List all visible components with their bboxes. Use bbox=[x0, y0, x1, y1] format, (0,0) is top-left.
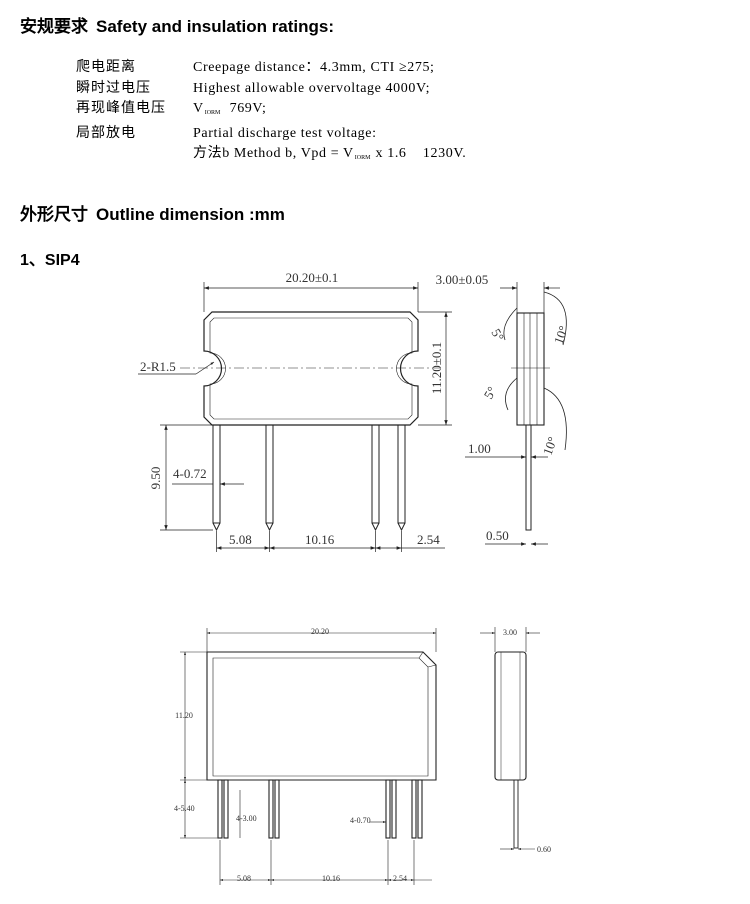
spec-value: Highest allowable overvoltage 4000V; bbox=[193, 80, 431, 96]
spec-label: 瞬时过电压 bbox=[76, 80, 151, 96]
drawing1-angle-c-label: 5° bbox=[481, 384, 500, 402]
safety-heading-en: Safety and insulation ratings: bbox=[96, 17, 335, 36]
drawing1-angle-d-label: 10° bbox=[540, 435, 560, 457]
drawing1-pitch-c-label: 2.54 bbox=[417, 532, 440, 547]
spec-value-tail: 769V; bbox=[221, 101, 267, 116]
safety-spec-list: 爬电距离 Creepage distance：4.3mm, CTI ≥275; … bbox=[76, 58, 466, 169]
drawing1-side-labels: 3.00±0.05 5° 10° 5° 10° 1.00 0.50 bbox=[436, 272, 571, 543]
drawing2-pin-width-a-label: 4-3.00 bbox=[236, 814, 257, 823]
spec-subscript: IORM bbox=[204, 110, 221, 116]
safety-heading-cn: 安规要求 bbox=[20, 17, 88, 36]
spec-label: 再现峰值电压 bbox=[76, 101, 166, 116]
safety-heading: 安规要求 Safety and insulation ratings: bbox=[20, 12, 334, 37]
spec-row-creepage: 爬电距离 Creepage distance：4.3mm, CTI ≥275; bbox=[76, 58, 466, 79]
outline-heading-en: Outline dimension :mm bbox=[96, 205, 285, 224]
drawing2-side-view bbox=[480, 627, 540, 851]
drawing2-thickness-label: 3.00 bbox=[503, 628, 517, 637]
spec-row-partial-discharge: 局部放电 Partial discharge test voltage: bbox=[76, 124, 466, 145]
drawing1-thickness-label: 3.00±0.05 bbox=[436, 272, 489, 287]
spec-value: Partial discharge test voltage: bbox=[193, 125, 377, 141]
drawing1-pitch-b-label: 10.16 bbox=[305, 532, 335, 547]
spec-row-peak-voltage: 再现峰值电压 VIORM 769V; bbox=[76, 99, 466, 124]
outline-subheading: 1、SIP4 bbox=[20, 252, 80, 269]
spec-value-main: 方法b Method b, Vpd = V bbox=[193, 146, 354, 161]
spec-subscript: IORM bbox=[354, 155, 371, 161]
drawing1-pin-thickness-label: 0.50 bbox=[486, 528, 509, 543]
drawing1-angle-b-label: 10° bbox=[551, 324, 571, 346]
spec-label: 爬电距离 bbox=[76, 60, 136, 75]
drawing1-notch-label: 2-R1.5 bbox=[140, 359, 176, 374]
spec-row-overvoltage: 瞬时过电压 Highest allowable overvoltage 4000… bbox=[76, 79, 466, 100]
outline-heading-cn: 外形尺寸 bbox=[20, 205, 88, 224]
drawing2-pitch-b-label: 10.16 bbox=[322, 874, 340, 883]
drawing1-pitch-a-label: 5.08 bbox=[229, 532, 252, 547]
drawing1-front-view bbox=[180, 311, 440, 532]
drawing1-pin-length-label: 9.50 bbox=[148, 467, 163, 490]
drawing2-pitch-a-label: 5.08 bbox=[237, 874, 251, 883]
spec-value: 方法b Method b, Vpd = VIORM x 1.6 1230V. bbox=[193, 144, 466, 169]
spec-value: VIORM 769V; bbox=[193, 99, 267, 124]
drawing1-body-outline bbox=[203, 311, 419, 426]
spec-value: Creepage distance：4.3mm, CTI ≥275; bbox=[193, 60, 435, 75]
drawing1-pin-count-label: 4-0.72 bbox=[173, 466, 207, 481]
drawing1-side-view bbox=[465, 282, 567, 546]
drawing2-pin-thickness-label: 0.60 bbox=[537, 845, 551, 854]
drawing2-pitch-c-label: 2.54 bbox=[393, 874, 407, 883]
outline-heading: 外形尺寸 Outline dimension :mm bbox=[20, 200, 285, 225]
spec-label: 局部放电 bbox=[76, 125, 136, 141]
drawing2-side-labels: 3.00 0.60 bbox=[503, 628, 551, 854]
drawing2-labels: 20.20 11.20 4-5.40 4-3.00 4-0.70 5.08 10… bbox=[174, 627, 407, 883]
drawing1-labels: 20.20±0.1 11.20±0.1 9.50 4-0.72 5.08 10.… bbox=[140, 270, 444, 547]
drawing2-pin-length-label: 4-5.40 bbox=[174, 804, 195, 813]
drawing2-pin-width-b-label: 4-0.70 bbox=[350, 816, 371, 825]
drawing2-width-label: 20.20 bbox=[311, 627, 329, 636]
drawing2-height-label: 11.20 bbox=[175, 711, 193, 720]
drawing1-offset-label: 1.00 bbox=[468, 441, 491, 456]
spec-value-main: V bbox=[193, 101, 204, 116]
spec-row-method-b: 方法b Method b, Vpd = VIORM x 1.6 1230V. bbox=[76, 144, 466, 169]
spec-value-tail: x 1.6 1230V. bbox=[371, 146, 467, 161]
drawing2-front-view bbox=[206, 651, 437, 839]
drawing1-width-label: 20.20±0.1 bbox=[286, 270, 339, 285]
drawing1-height-label: 11.20±0.1 bbox=[429, 342, 444, 394]
